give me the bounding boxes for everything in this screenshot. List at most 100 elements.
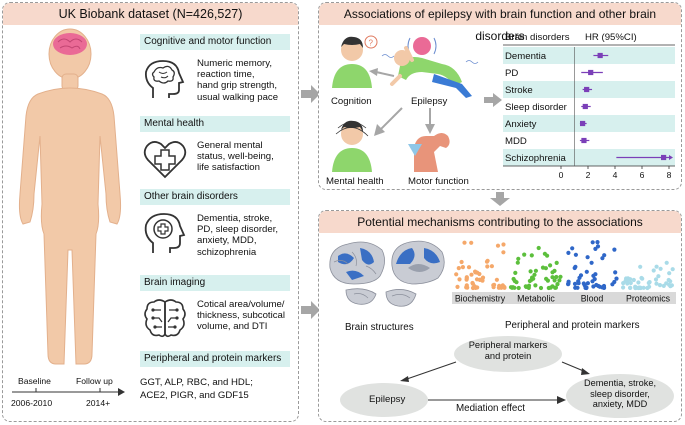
marker-point [508,285,514,290]
marker-point [470,285,476,291]
marker-point [454,272,459,277]
marker-point [527,278,532,284]
mediation-effect-label: Mediation effect [456,403,525,414]
forest-row-label: PD [505,68,518,79]
marker-point [554,274,559,280]
marker-point [612,247,617,252]
marker-point [575,285,580,290]
timeline-baseline-label: Baseline [18,376,51,386]
brain-head-icon [144,60,185,98]
marker-point [494,277,499,282]
marker-point [554,260,559,265]
marker-point [646,280,651,286]
marker-point [484,259,490,264]
marker-point [491,283,496,288]
marker-point [591,273,596,278]
forest-row-label: Stroke [505,85,533,96]
brain-circuit-icon [144,299,186,338]
marker-point [533,283,538,288]
marker-point [512,278,517,284]
marker-point [661,283,666,288]
forest-hr-marker [580,120,586,127]
forest-row-band [503,115,675,132]
scatter-group-label: Proteomics [626,294,671,304]
marker-point [670,267,675,272]
marker-point [466,265,472,270]
node-epilepsy: Epilepsy [411,96,448,107]
marker-point [638,264,643,269]
arrow-to-associations-icon [301,85,320,103]
arrow-down-icon [490,192,510,206]
forest-x-tick-label: 0 [559,170,564,180]
brain-structures-label: Brain structures [345,322,414,333]
marker-point [566,250,571,255]
marker-point [621,281,626,286]
timeline-followup-years: 2014+ [86,398,111,408]
marker-point [497,283,502,288]
brain-lateral-view [329,241,385,285]
subcortical-views [345,288,417,307]
scatter-group-label: Blood [581,294,604,304]
marker-point [654,281,659,286]
marker-point [532,272,537,277]
forest-header-right: HR (95%CI) [585,32,637,43]
brain-medial-view [391,240,445,285]
marker-point [654,264,659,269]
head-cross-icon [144,213,186,253]
marker-point [668,284,673,289]
marker-point [641,285,646,290]
scatter-group-band [564,292,620,304]
marker-point [475,270,480,275]
forest-hr-marker [584,86,590,93]
marker-point [545,253,550,258]
forest-x-tick-label: 4 [613,170,618,180]
marker-point [522,252,527,257]
marker-point [631,277,636,283]
marker-point [628,277,633,282]
marker-point [613,270,618,275]
marker-point [516,256,521,261]
marker-point [538,285,544,291]
scatter-group-label: Biochemistry [455,294,506,304]
marker-point [636,280,641,285]
mechanisms-title: Potential mechanisms contributing to the… [319,211,681,233]
cognition-person-icon: ? [332,35,378,88]
section-text-disorders: Dementia, stroke, PD, sleep disorder, an… [197,213,279,258]
brain-highlight-icon [53,33,87,55]
marker-point [469,240,474,245]
marker-point [573,252,578,257]
forest-hr-marker [661,154,667,161]
marker-point [501,250,506,255]
timeline-arrow [12,388,125,396]
marker-point [595,244,601,249]
marker-point [668,279,673,284]
forest-row-band [503,149,675,166]
forest-row-label: Schizophrenia [505,153,566,164]
marker-point [459,259,464,265]
marker-point [512,285,517,290]
forest-hr-marker [588,69,594,76]
section-header-imaging: Brain imaging [140,275,290,291]
marker-point [590,240,595,245]
timeline-baseline-years: 2006-2010 [11,398,53,408]
forest-row-band [503,47,675,64]
forest-row-label: MDD [505,136,527,147]
arrow-to-forest-icon [484,93,502,107]
marker-point [553,285,558,290]
forest-row-label: Dementia [505,51,547,62]
marker-point [595,240,600,245]
section-text-cognitive: Numeric memory, reaction time, hand grip… [197,58,279,103]
marker-point [489,264,494,269]
marker-point [474,277,480,282]
marker-point [667,271,672,276]
marker-point [502,285,507,290]
marker-point [544,276,549,281]
forest-header-left: Brain disorders [505,32,570,43]
association-diagram: ? [332,35,479,172]
marker-point [585,255,590,260]
forest-x-tick-label: 6 [640,170,645,180]
marker-point [653,277,659,282]
marker-point [485,264,490,269]
